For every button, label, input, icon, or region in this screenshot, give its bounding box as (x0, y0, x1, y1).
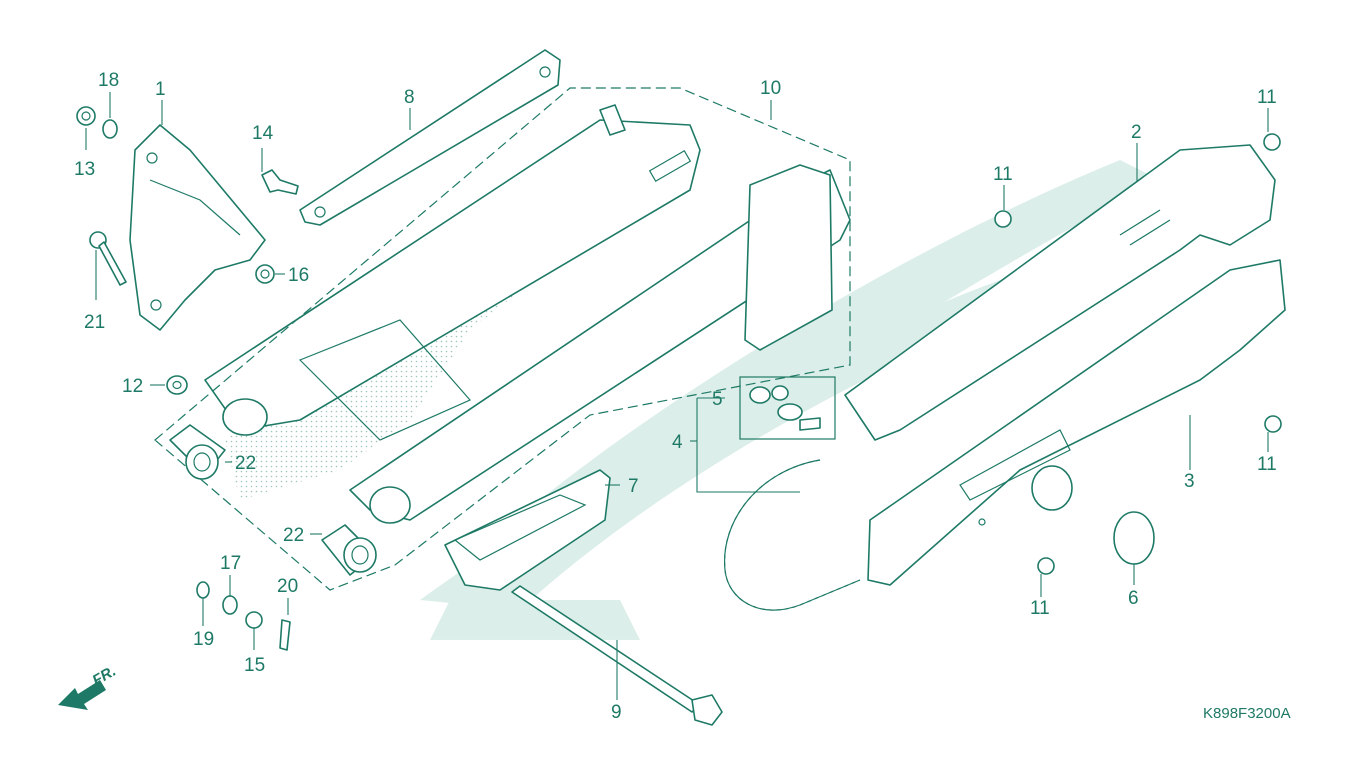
callout-label: 7 (628, 476, 639, 497)
nut-13 (76, 106, 96, 126)
drive-chain (724, 459, 861, 611)
callout-label: 11 (1257, 454, 1277, 475)
bolt-14 (261, 169, 299, 195)
swingarm (204, 104, 851, 524)
leader-lines (85, 92, 1269, 700)
callout-label: 16 (288, 265, 309, 286)
bushing-22-lower (321, 524, 377, 576)
callout-label: 9 (611, 702, 622, 723)
callout-label: 8 (404, 87, 415, 108)
front-arrow: FR. (58, 663, 119, 710)
callout-label: 22 (283, 525, 304, 546)
chain-guide-plate (129, 124, 266, 331)
chain-slider (444, 469, 611, 591)
bolt-11-b (1263, 133, 1281, 151)
cotter-pin-20 (279, 619, 291, 651)
nut-15 (245, 611, 263, 629)
callout-label: 21 (84, 312, 105, 333)
callout-label: 20 (277, 576, 298, 597)
swingarm-bar (299, 49, 561, 226)
callout-label: 22 (235, 453, 256, 474)
diagram-code: K898F3200A (1203, 705, 1291, 722)
callout-label: 11 (1030, 598, 1050, 619)
callout-label: 3 (1184, 471, 1195, 492)
bolt-11-c (1264, 415, 1282, 433)
washer-19 (196, 581, 210, 599)
callout-labels: 1 18 13 21 16 12 22 14 8 10 11 2 11 5 4 … (74, 70, 1277, 723)
chain-case-lower (867, 259, 1286, 586)
swingarm-group-outline (154, 87, 851, 591)
callout-label: 11 (993, 164, 1013, 185)
inspection-cap (1113, 511, 1155, 565)
callout-label: 10 (760, 78, 781, 99)
callout-label: 15 (244, 655, 265, 676)
callout-label: 17 (220, 553, 241, 574)
callout-label: 5 (712, 389, 723, 410)
bolt-21 (89, 231, 127, 286)
callout-label: 12 (122, 376, 143, 397)
callout-label: 13 (74, 159, 95, 180)
callout-label: 18 (98, 70, 119, 91)
callout-label: 11 (1257, 87, 1277, 108)
chain-joint-box (739, 376, 836, 440)
callout-label: 1 (155, 79, 166, 100)
callout-label: 2 (1131, 122, 1142, 143)
washer-18 (102, 119, 118, 139)
bushing-22-upper (169, 424, 226, 480)
callout-label: 19 (193, 629, 214, 650)
washer-12 (166, 375, 188, 395)
bolt-11-d (1037, 557, 1055, 575)
washer-17 (222, 595, 238, 615)
callout-label: 4 (672, 432, 683, 453)
callout-label: 14 (252, 123, 274, 144)
axle-bolt (511, 585, 723, 726)
nut-16 (255, 264, 275, 284)
bolt-11-a (994, 210, 1012, 228)
chain-case-upper (844, 144, 1276, 441)
callout-label: 6 (1128, 588, 1139, 609)
